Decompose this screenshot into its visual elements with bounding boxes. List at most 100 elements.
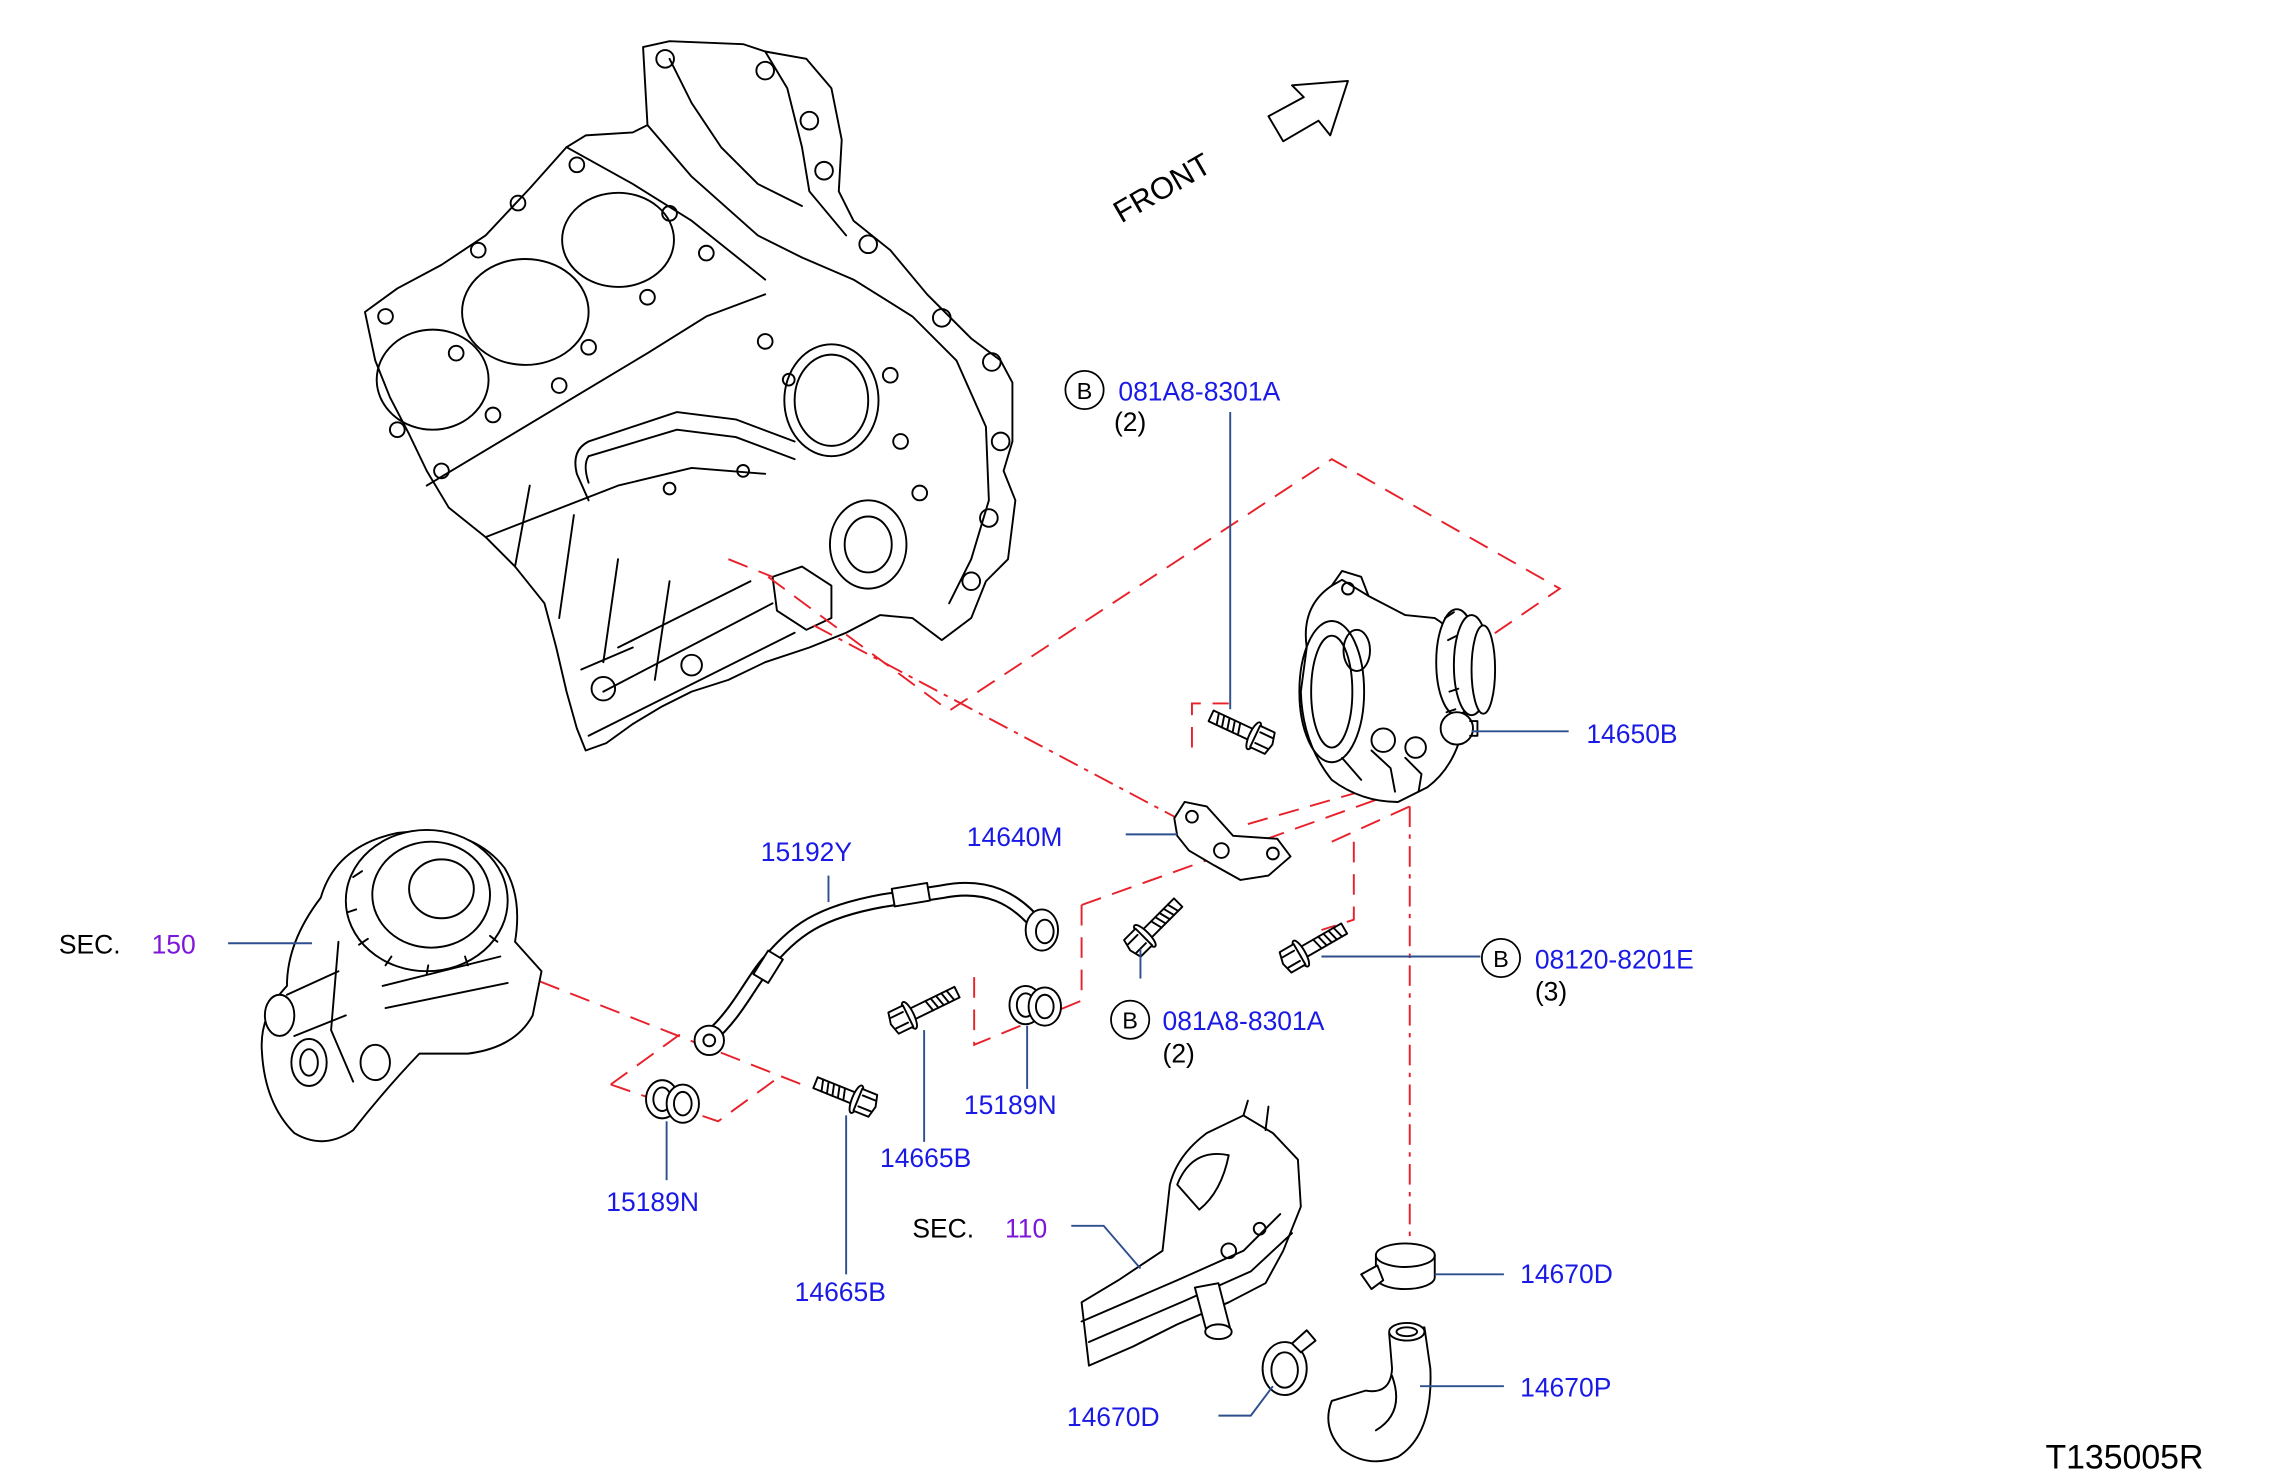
hose-clamp-tab [1360,1264,1385,1291]
turbo-side-port [263,993,296,1037]
bolt-hole [892,433,909,450]
section-number-link[interactable]: 150 [152,930,196,960]
part-number-link[interactable]: 14665B [795,1277,886,1307]
bolt-hole [662,481,677,496]
bolt-hole [469,241,487,259]
hose-end-bore [1395,1326,1419,1338]
bolt-type-badge-letter: B [1122,1008,1138,1034]
callout-bolt-middle: B 081A8-8301A (2) [1110,999,1325,1068]
front-indicator: FRONT [1107,79,1349,230]
timing-cover-rib-inner [668,57,803,207]
bolt-type-badge [1110,999,1151,1040]
tube-end-nut-inner [1035,918,1055,945]
crankcase-bolt [680,653,703,677]
bracket-plate [1173,801,1292,881]
bolt-hole [509,194,527,212]
hose-clamp-top-edge [1374,1242,1436,1268]
cylinder-bore [461,258,590,366]
vacuum-pump-ear [1330,570,1370,597]
bolt-hole [736,464,750,478]
bolt-hole [484,406,502,424]
phantom-line [728,558,773,578]
bolt-hole [389,421,406,439]
bolt-type-badge [1480,937,1521,978]
bolt-hole [639,288,656,306]
quantity-label: (3) [1535,977,1567,1007]
diagram-canvas: FRONT [59,40,2203,1477]
timing-cover-boss-upper [783,343,880,458]
bolt-hole [568,156,586,174]
skirt-rib-lines [514,484,671,681]
section-number-link[interactable]: 110 [1005,1214,1047,1244]
part-number-link[interactable]: 15189N [964,1090,1057,1120]
turbo-side-port-inner [299,1048,319,1077]
hose-clamp-tab [1291,1329,1317,1354]
part-number-link[interactable]: 14640M [967,822,1063,852]
part-number-link[interactable]: 081A8-8301A [1118,376,1280,406]
timing-cover-edge [646,124,990,605]
timing-cover-boss-lower [828,499,908,590]
bolt-head [887,1004,915,1035]
part-number-link[interactable]: 15189N [606,1187,699,1217]
part-number-link[interactable]: 081A8-8301A [1163,1006,1325,1036]
hose-clamp-upper-drawing [1360,1242,1436,1291]
part-number-link[interactable]: 14650B [1586,719,1677,749]
part-number-link[interactable]: 08120-8201E [1535,944,1694,974]
cylinder-bore [375,328,490,431]
phantom-line [539,980,803,1086]
leader-hose-clamp-lower [1218,1385,1274,1417]
hose-end [1388,1321,1426,1342]
bracket-hole [1266,846,1280,861]
bolt-type-badge-letter: B [1493,946,1509,972]
cover-bolt-boss [814,160,834,181]
part-number-link[interactable]: 14670P [1520,1372,1611,1402]
vacuum-pump-nozzle [1404,736,1427,759]
cover-bolt-boss [799,110,820,131]
bolt-type-badge-letter: B [1077,378,1093,404]
tube-banjo-hole [702,1033,717,1048]
drawing-code: T135005R [2045,1439,2203,1477]
hose-clamp-ring [1261,1341,1308,1396]
cover-bolt-boss [961,571,982,592]
bolt-hole [580,338,597,356]
section-110-part-pocket [1176,1153,1230,1211]
part-number-link[interactable]: 14670D [1067,1402,1160,1432]
bolt-middle-drawing [1123,897,1184,958]
part-number-link[interactable]: 14670D [1520,1259,1613,1289]
eye-bolt-left-drawing [812,1076,879,1118]
cover-bolt-boss [982,352,1002,372]
bracket-drawing [1173,801,1292,881]
phantom-line [610,1033,681,1086]
quantity-label: (2) [1163,1038,1195,1068]
gasket-left-drawing [645,1079,700,1124]
crankcase-rib-lines [580,580,796,737]
bolt-thread [1150,903,1180,929]
bolt-head [1123,927,1154,958]
gasket-right-drawing [1008,984,1062,1027]
callout-section-110: SEC. 110 [912,1214,1047,1244]
bolt-head [1278,943,1307,974]
cylinder-block-outline [363,40,1017,752]
tube-drawing [693,881,1059,1057]
vacuum-pump-outlet [1439,711,1474,746]
pan-rail-line [484,466,767,539]
bolt-type-badge [1064,369,1105,410]
part-number-link[interactable]: 15192Y [761,837,853,867]
bolt-head [852,1087,879,1118]
bolt-head [1249,724,1276,755]
turbo-oil-port [359,1043,391,1082]
eye-bolt-right-drawing [887,985,961,1035]
turbo-body-lines [330,940,509,1083]
tube-fittings [693,881,1059,1057]
bolt-right-drawing [1278,922,1349,974]
part-number-link[interactable]: 14665B [880,1143,971,1173]
cylinder-block-drawing [363,40,1017,752]
leader-section-110 [1071,1224,1142,1270]
section-110-part-hole [1252,1221,1267,1236]
deck-rear-edge [565,146,767,281]
bolt-hole [756,333,774,350]
vacuum-pump-drive-coupling [1470,624,1497,715]
section-110-part-top [1242,1099,1270,1132]
bolt-hole [881,366,899,384]
oil-gallery-tube [587,411,796,461]
